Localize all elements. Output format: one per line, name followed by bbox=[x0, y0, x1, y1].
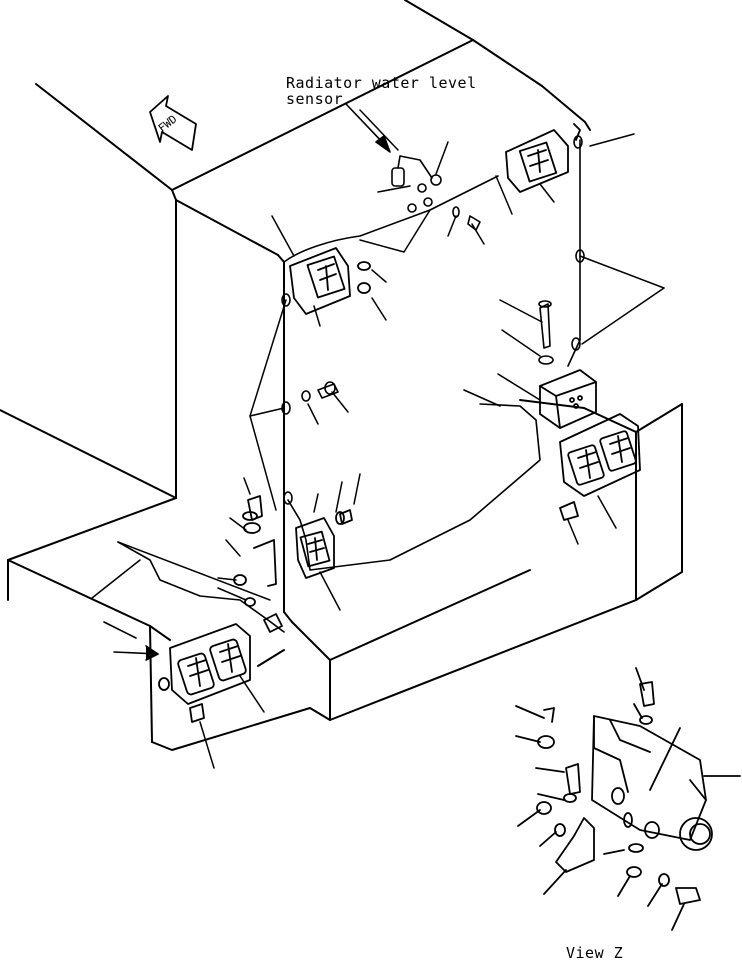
upper-right-lamp bbox=[505, 123, 581, 193]
connector-box bbox=[539, 369, 597, 429]
view-z-detail bbox=[515, 667, 741, 931]
bolt-set-right bbox=[538, 300, 554, 365]
fwd-arrow-icon bbox=[149, 95, 197, 151]
callout-label-line2: sensor bbox=[286, 90, 344, 108]
fwd-arrow-text: FWD bbox=[156, 113, 180, 135]
upper-left-lamp bbox=[289, 247, 371, 315]
leader-lines bbox=[91, 109, 665, 769]
bolt-set-middle bbox=[301, 381, 339, 402]
lower-right-lamp bbox=[559, 413, 641, 521]
center-lamp bbox=[233, 495, 353, 633]
view-z-arrow bbox=[103, 621, 159, 661]
lower-left-lamp bbox=[158, 623, 251, 723]
callout-label-line1: Radiator water level bbox=[286, 74, 477, 92]
callout-arrow bbox=[345, 103, 391, 153]
wiring-harness bbox=[117, 139, 581, 633]
view-z-label: View Z bbox=[566, 944, 624, 962]
radiator-water-level-sensor bbox=[391, 155, 481, 231]
machine-body-outline bbox=[0, 0, 683, 751]
